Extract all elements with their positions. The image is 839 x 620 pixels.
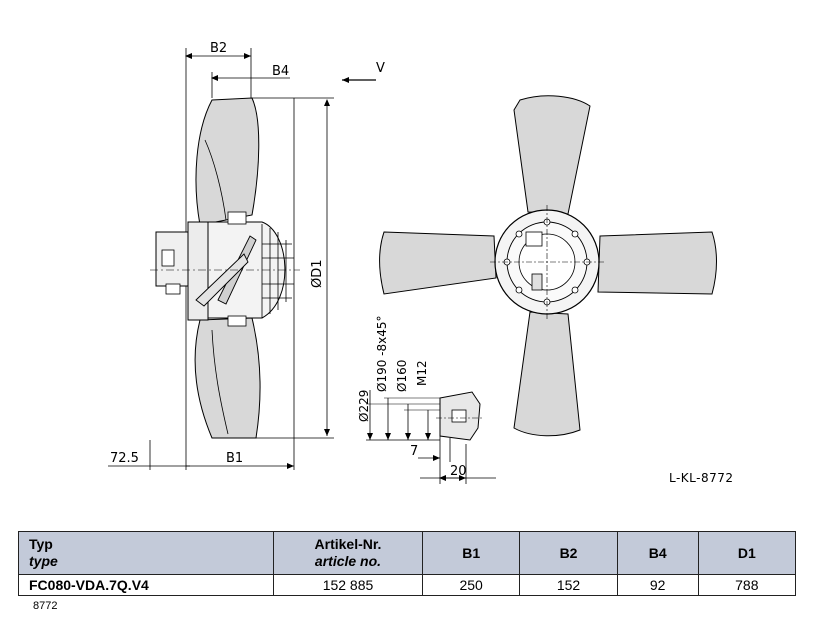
header-type: Typ type — [18, 531, 274, 575]
cell-article: 152 885 — [273, 574, 423, 596]
header-type-en: type — [29, 553, 58, 569]
cell-b4: 92 — [616, 574, 699, 596]
dim-b4: B4 — [272, 64, 289, 79]
cell-type: FC080-VDA.7Q.V4 — [18, 574, 274, 596]
dim-d1: ØD1 — [310, 259, 325, 288]
table-row: FC080-VDA.7Q.V4 152 885 250 152 92 788 — [18, 574, 797, 596]
lower-blade — [194, 317, 261, 439]
header-article-de: Artikel-Nr. — [314, 536, 382, 552]
hub-detail: Ø229 Ø190 -8x45° Ø160 M12 7 20 — [357, 316, 496, 484]
cell-b1: 250 — [421, 574, 521, 596]
front-blade-top — [513, 95, 591, 215]
airflow-arrow: V — [342, 61, 385, 83]
cell-b2: 152 — [519, 574, 618, 596]
dim-d229: Ø229 — [357, 390, 371, 422]
cell-d1: 788 — [697, 574, 797, 596]
table-header-row: Typ type Artikel-Nr. article no. B1 B2 B… — [18, 531, 797, 575]
dim-d190: Ø190 -8x45° — [375, 316, 389, 393]
dim-20: 20 — [450, 464, 467, 479]
upper-blade — [195, 97, 260, 226]
front-blade-left — [379, 231, 497, 295]
airflow-label: V — [376, 61, 385, 76]
header-d1: D1 — [697, 531, 797, 575]
header-article: Artikel-Nr. article no. — [273, 531, 423, 575]
dim-72-5: 72.5 — [110, 451, 139, 466]
dim-d160: Ø160 — [395, 360, 409, 392]
side-view: B2 B4 ØD1 B1 72.5 — [108, 41, 334, 470]
header-b4: B4 — [616, 531, 699, 575]
front-view — [379, 95, 717, 437]
spec-table: Typ type Artikel-Nr. article no. B1 B2 B… — [18, 531, 797, 596]
drawing-reference: L-KL-8772 — [669, 471, 734, 485]
front-blade-bottom — [513, 311, 581, 437]
front-blade-right — [597, 231, 717, 295]
header-b1: B1 — [421, 531, 521, 575]
header-article-en: article no. — [314, 553, 382, 569]
technical-drawing: B2 B4 ØD1 B1 72.5 V Ø229 — [108, 41, 734, 485]
footnote: 8772 — [33, 600, 58, 612]
dim-b2: B2 — [210, 41, 227, 56]
dim-b1: B1 — [226, 451, 243, 466]
dim-7: 7 — [410, 444, 418, 459]
header-b2: B2 — [519, 531, 618, 575]
header-type-de: Typ — [29, 536, 53, 552]
dim-m12: M12 — [415, 360, 429, 386]
